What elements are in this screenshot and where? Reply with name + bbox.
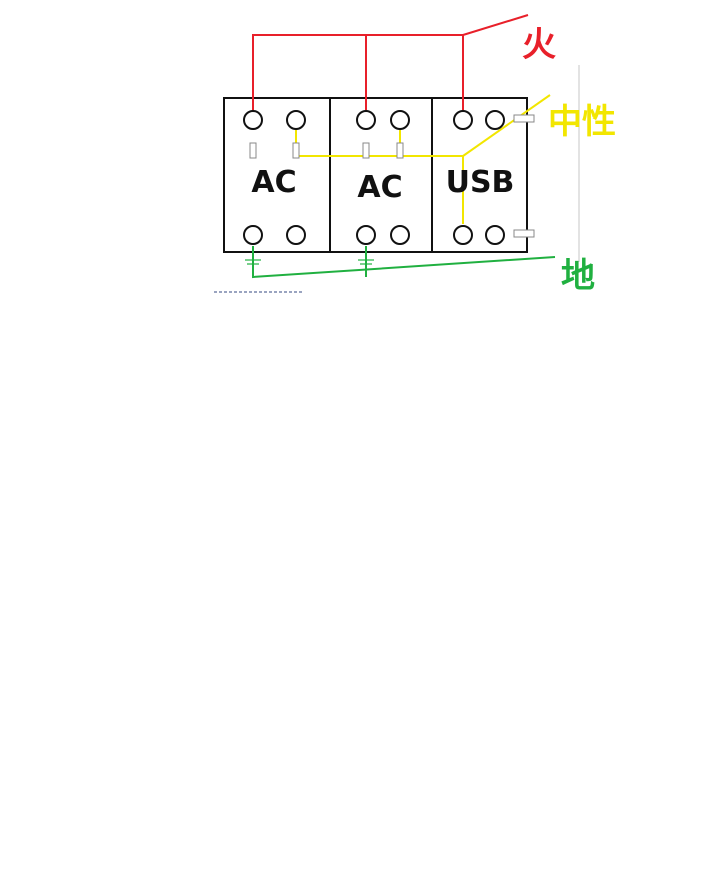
ground-wire (245, 246, 556, 279)
live-wire (252, 14, 529, 111)
terminal (356, 110, 376, 130)
module-label-ac-2: AC (357, 170, 402, 205)
terminal (485, 110, 505, 130)
resistor-4 (396, 142, 404, 159)
terminal (243, 110, 263, 130)
terminal (390, 225, 410, 245)
module-label-ac-1: AC (251, 165, 296, 200)
terminals (243, 110, 505, 245)
terminal (390, 110, 410, 130)
module-label-usb: USB (446, 165, 515, 200)
resistor-3 (362, 142, 370, 159)
neutral-label: 中性 (548, 102, 616, 142)
switch-panel (223, 97, 528, 253)
terminal (453, 110, 473, 130)
neutral-wire (295, 94, 551, 224)
usb-connector-top (513, 114, 535, 123)
resistor-1 (249, 142, 257, 159)
resistor-2 (292, 142, 300, 159)
terminal (485, 225, 505, 245)
terminal (286, 110, 306, 130)
terminal (286, 225, 306, 245)
ground-label: 地 (561, 256, 595, 296)
live-label: 火 (522, 25, 556, 65)
terminal (453, 225, 473, 245)
terminal (356, 225, 376, 245)
usb-connector-bottom (513, 229, 535, 238)
panel-outline (223, 97, 528, 253)
components (249, 114, 535, 238)
terminal (243, 225, 263, 245)
